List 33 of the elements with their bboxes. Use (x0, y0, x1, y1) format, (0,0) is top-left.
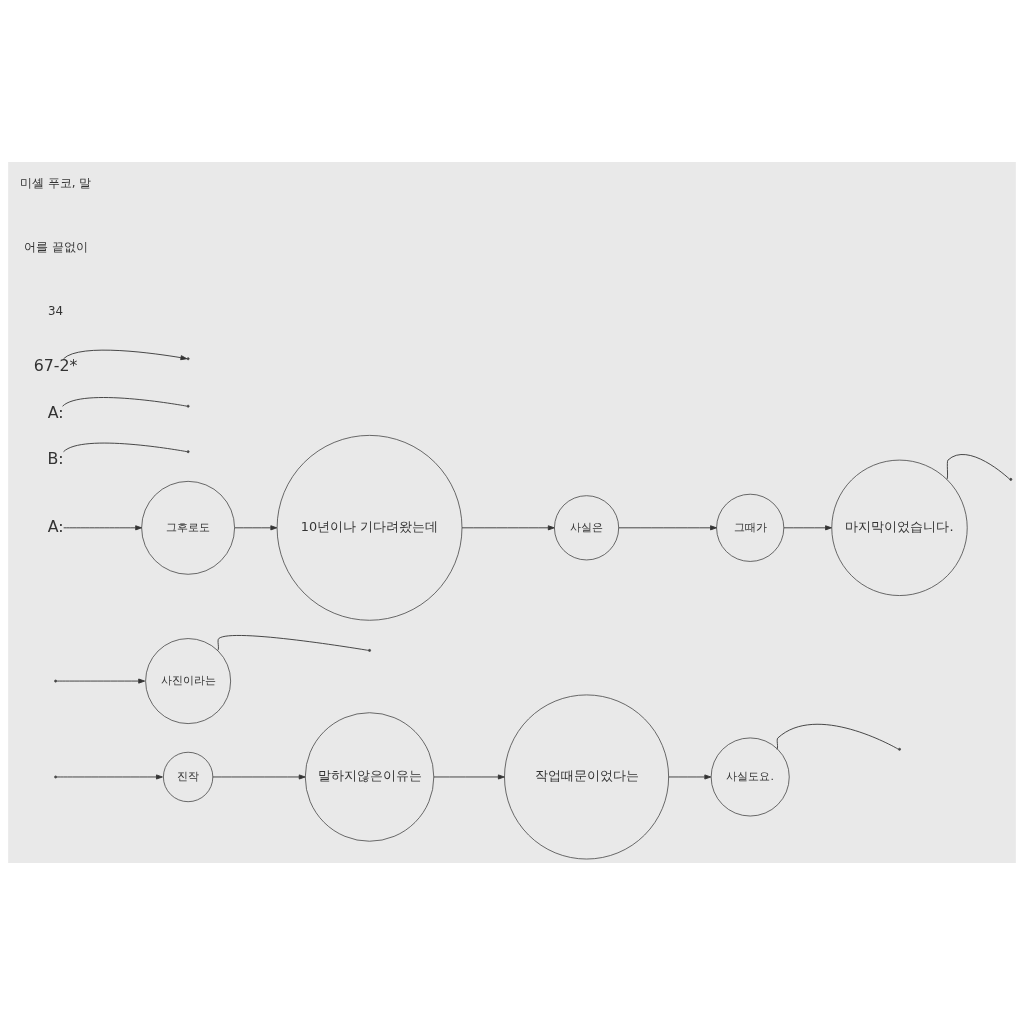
arrow (618, 524, 717, 530)
node-circle: 사실도요. (710, 737, 790, 816)
node-circle: 10년이나 기다려왔는데 (276, 434, 463, 621)
connector (217, 634, 369, 651)
node-text: 67-2* (33, 355, 78, 375)
node-circle: 사실은 (554, 494, 620, 560)
node-circle: 사진이라는 (145, 637, 232, 724)
arrow (461, 524, 555, 530)
connector (776, 723, 899, 750)
arrow (234, 524, 278, 530)
label: 미셸 푸코, 말 (19, 175, 92, 190)
node-circle: 진작 (163, 751, 214, 802)
connector (63, 442, 188, 452)
node-circle: 마지막이었습니다. (831, 459, 968, 596)
connector (946, 453, 1011, 480)
arrow (56, 773, 163, 779)
arrow (783, 524, 832, 530)
node-circle: 그후로도 (141, 480, 235, 575)
node-text: A: (47, 516, 64, 536)
arrow (668, 773, 712, 779)
node-circle: 작업때문이었다는 (504, 694, 670, 859)
arrow (212, 773, 306, 779)
label: 어를 끝없이 (23, 239, 88, 254)
node-text: B: (47, 448, 64, 468)
label: 34 (48, 303, 64, 318)
arrow (63, 524, 143, 530)
node-text: A: (47, 402, 64, 422)
connector (62, 396, 188, 407)
node-circle: 말하지않은이유는 (304, 711, 435, 842)
arrow (63, 349, 188, 360)
arrow (56, 678, 146, 684)
node-circle: 그때가 (716, 493, 785, 562)
arrow (433, 773, 505, 779)
